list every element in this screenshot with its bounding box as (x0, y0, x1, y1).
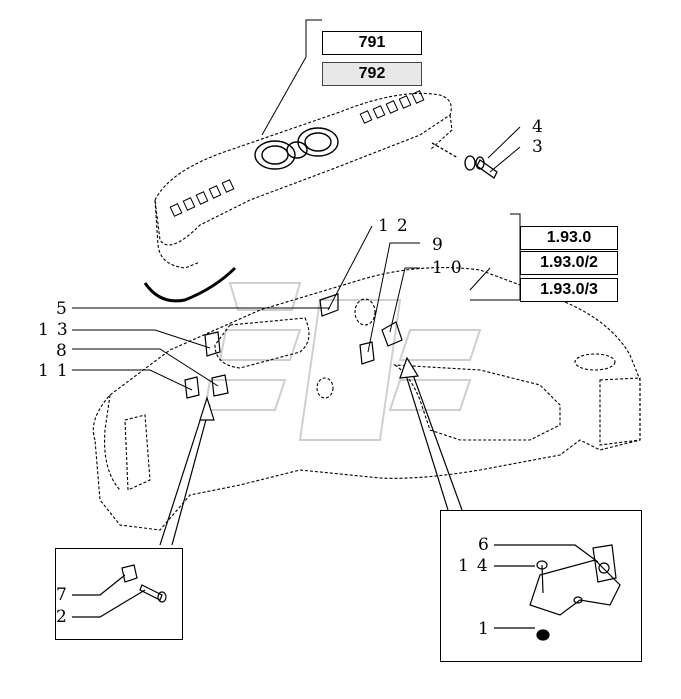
panel-switches-right (359, 90, 425, 124)
ref-box-791[interactable]: 791 (322, 31, 422, 55)
callout-10: 10 (432, 258, 470, 278)
ref-box-792[interactable]: 792 (322, 62, 422, 86)
callout-8: 8 (56, 341, 75, 361)
callout-2: 2 (56, 607, 75, 627)
right-inset-frame (440, 510, 642, 662)
left-inset-frame (55, 548, 183, 640)
right-inset-parts (494, 544, 621, 641)
callout-12: 12 (378, 216, 416, 236)
seal-strip (143, 266, 237, 303)
cab-frame (92, 267, 641, 531)
panel-switches-left (169, 179, 235, 217)
callout-9: 9 (432, 235, 451, 255)
ref-box-1-93-0[interactable]: 1.93.0 (520, 226, 618, 250)
leader-lines (72, 19, 521, 391)
callout-11: 11 (38, 361, 76, 381)
left-inset-parts (72, 564, 167, 618)
callout-7: 7 (56, 585, 75, 605)
callout-4: 4 (532, 117, 551, 137)
instrument-panel (154, 92, 453, 269)
screw-washer (431, 142, 498, 179)
callout-5: 5 (56, 299, 75, 319)
ref-box-1-93-0-2[interactable]: 1.93.0/2 (520, 251, 618, 275)
ref-box-1-93-0-3[interactable]: 1.93.0/3 (520, 278, 618, 302)
callout-3: 3 (532, 137, 551, 157)
callout-1: 1 (478, 619, 497, 639)
panel-gauges (254, 127, 339, 170)
watermark-logo (203, 282, 482, 441)
callout-13: 13 (38, 320, 76, 340)
callout-6: 6 (478, 535, 497, 555)
callout-14: 14 (458, 556, 496, 576)
inset-arrows (159, 356, 463, 546)
